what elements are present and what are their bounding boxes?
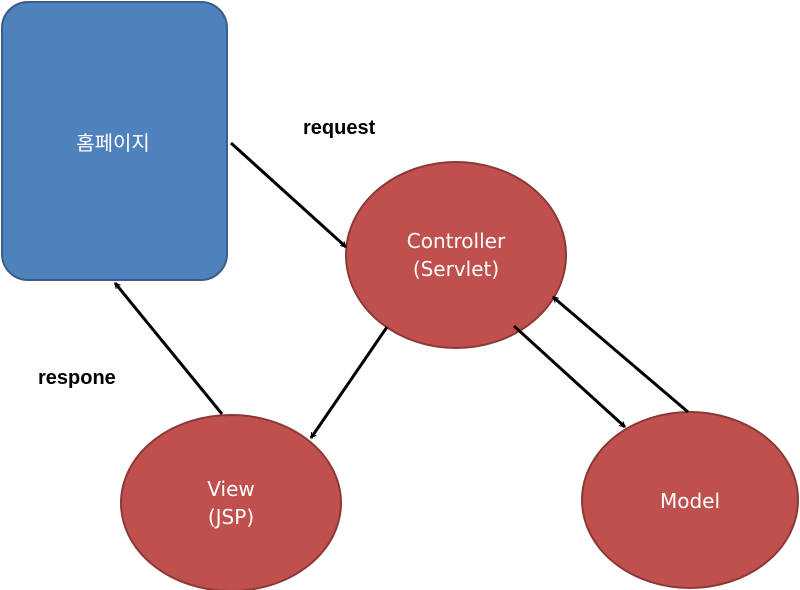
controller-label-line1: Controller: [407, 229, 506, 253]
arrow-model-to-controller: [552, 295, 689, 414]
homepage-node: 홈페이지: [1, 1, 228, 281]
request-label: request: [303, 117, 376, 139]
arrow-controller-to-model: [512, 324, 627, 429]
controller-label-line2: (Servlet): [413, 257, 499, 281]
model-ellipse: [581, 411, 799, 589]
view-label-line1: View: [207, 477, 254, 501]
arrow-homepage-to-controller: [229, 141, 348, 249]
view-label-line2: (JSP): [208, 505, 254, 529]
homepage-box: [1, 1, 228, 281]
arrow-view-to-homepage: [113, 282, 224, 415]
model-label: Model: [660, 489, 720, 513]
arrow-controller-to-view: [309, 326, 389, 438]
view-node: View (JSP): [120, 414, 342, 590]
homepage-label: 홈페이지: [76, 131, 150, 155]
model-node: Model: [581, 411, 799, 589]
controller-node: Controller (Servlet): [345, 161, 567, 349]
view-ellipse: [120, 414, 342, 590]
controller-ellipse: [345, 161, 567, 349]
response-label: respone: [38, 367, 116, 389]
